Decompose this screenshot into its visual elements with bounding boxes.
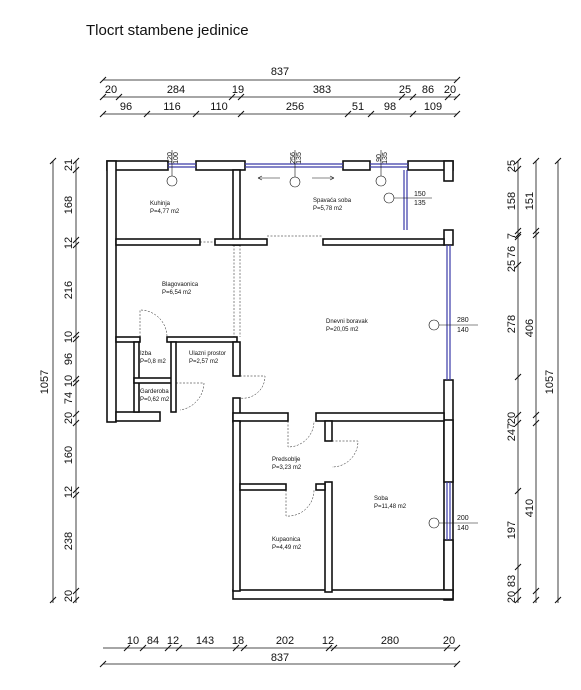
- dim-top-seg: 51: [352, 101, 364, 113]
- door-swings: [139, 309, 359, 517]
- room-name: Spavaća soba: [313, 198, 352, 204]
- opening-size: 135: [414, 200, 426, 207]
- dim-right-seg: 25: [506, 160, 518, 172]
- room-name: Kupaonica: [272, 537, 301, 543]
- room-area: P=20,05 m2: [326, 327, 359, 333]
- bottom-dimensions: 10 84 12 143 18 202 12 280 20 837: [99, 635, 461, 668]
- dim-top-seg: 86: [422, 84, 434, 96]
- dim-top-seg: 256: [286, 101, 304, 113]
- room-name: Dnevni boravak: [326, 319, 369, 325]
- opening-size: 150: [414, 191, 426, 198]
- opening-size: 120: [167, 152, 174, 164]
- dim-top-seg: 96: [120, 101, 132, 113]
- dim-left-seg: 160: [63, 446, 75, 464]
- dim-bottom-seg: 20: [443, 635, 455, 647]
- dim-right-seg: 25: [506, 260, 518, 272]
- dim-top-seg: 20: [105, 84, 117, 96]
- opening-size: 200: [457, 515, 469, 522]
- dim-left-seg: 21: [63, 159, 75, 171]
- room-area: P=4,77 m2: [150, 209, 180, 215]
- dim-bottom-seg: 280: [381, 635, 399, 647]
- plan-title: Tlocrt stambene jedinice: [86, 22, 249, 39]
- opening-size: 135: [296, 152, 303, 164]
- dim-top-seg: 19: [232, 84, 244, 96]
- room-area: P=0,62 m2: [140, 397, 170, 403]
- opening-size: 140: [457, 525, 469, 532]
- dim-right-seg: 158: [506, 192, 518, 210]
- dim-top-seg: 110: [210, 101, 228, 113]
- dim-left-seg: 238: [63, 532, 75, 550]
- dim-bottom-total: 837: [271, 652, 289, 664]
- dim-bottom-seg: 18: [232, 635, 244, 647]
- left-dimensions: 1057 21 168 12 216 10 96 10 74 20 160 12…: [39, 157, 80, 604]
- dim-left-seg: 96: [63, 353, 75, 365]
- dim-right-outer: 410: [524, 499, 536, 517]
- windows: [168, 163, 451, 540]
- opening-size: 140: [457, 327, 469, 334]
- room-area: P=2,57 m2: [189, 359, 219, 365]
- opening-markers: 120 100 256 135 90 135 150 135 280 140 2…: [166, 150, 478, 532]
- room-name: Soba: [374, 496, 389, 502]
- dim-right-seg: 20: [506, 412, 518, 424]
- room-name: Izba: [140, 351, 152, 357]
- dim-right-outer: 406: [524, 319, 536, 337]
- dim-bottom-seg: 12: [322, 635, 334, 647]
- dim-top-seg: 25: [399, 84, 411, 96]
- dim-top-seg: 116: [163, 101, 181, 113]
- room-labels: Kuhinja P=4,77 m2 Spavaća soba P=5,78 m2…: [140, 198, 407, 551]
- dim-right-seg: 247: [506, 423, 518, 441]
- dashed-openings: [200, 235, 323, 337]
- dim-bottom-seg: 143: [196, 635, 214, 647]
- dim-left-seg: 12: [63, 486, 75, 498]
- room-name: Predsoblje: [272, 457, 301, 463]
- dim-left-seg: 20: [63, 590, 75, 602]
- top-dimensions: 837 20 284 19 383 25 86 20 96 116 110 25…: [99, 66, 461, 118]
- dim-right-outer: 151: [524, 192, 536, 210]
- dim-left-seg: 216: [63, 281, 75, 299]
- dim-right-total: 1057: [544, 370, 556, 394]
- dim-top-seg: 20: [444, 84, 456, 96]
- dim-left-seg: 10: [63, 331, 75, 343]
- room-area: P=4,49 m2: [272, 545, 302, 551]
- dim-left-total: 1057: [39, 370, 51, 394]
- room-area: P=6,54 m2: [162, 290, 192, 296]
- room-area: P=5,78 m2: [313, 206, 343, 212]
- dim-right-seg: 7: [506, 233, 518, 239]
- right-dimensions: 25 158 7 76 25 278 20 247 197 83 20 151 …: [506, 157, 562, 604]
- dim-right-seg: 197: [506, 521, 518, 539]
- dim-top-seg: 383: [313, 84, 331, 96]
- dim-bottom-seg: 12: [167, 635, 179, 647]
- dim-right-seg: 20: [506, 591, 518, 603]
- dim-bottom-seg: 84: [147, 635, 159, 647]
- opening-size: 256: [290, 152, 297, 164]
- opening-size: 100: [173, 152, 180, 164]
- dim-left-seg: 12: [63, 237, 75, 249]
- room-name: Garderoba: [140, 389, 169, 395]
- dim-left-seg: 10: [63, 375, 75, 387]
- room-name: Ulazni prostor: [189, 351, 226, 357]
- room-name: Blagovaonica: [162, 282, 199, 288]
- dim-top-seg: 284: [167, 84, 185, 96]
- opening-size: 90: [376, 154, 383, 162]
- dim-top-total: 837: [271, 66, 289, 78]
- room-area: P=3,23 m2: [272, 465, 302, 471]
- room-area: P=11,48 m2: [374, 504, 407, 510]
- dim-right-seg: 76: [506, 246, 518, 258]
- dim-bottom-seg: 10: [127, 635, 139, 647]
- dim-right-seg: 83: [506, 575, 518, 587]
- dim-top-seg: 98: [384, 101, 396, 113]
- opening-size: 135: [382, 152, 389, 164]
- dim-left-seg: 20: [63, 412, 75, 424]
- dim-top-seg: 109: [424, 101, 442, 113]
- room-name: Kuhinja: [150, 201, 171, 207]
- room-area: P=0,8 m2: [140, 359, 167, 365]
- dim-bottom-seg: 202: [276, 635, 294, 647]
- opening-size: 280: [457, 317, 469, 324]
- dim-left-seg: 168: [63, 196, 75, 214]
- dim-right-seg: 278: [506, 315, 518, 333]
- walls: [106, 160, 454, 601]
- dim-left-seg: 74: [63, 392, 75, 404]
